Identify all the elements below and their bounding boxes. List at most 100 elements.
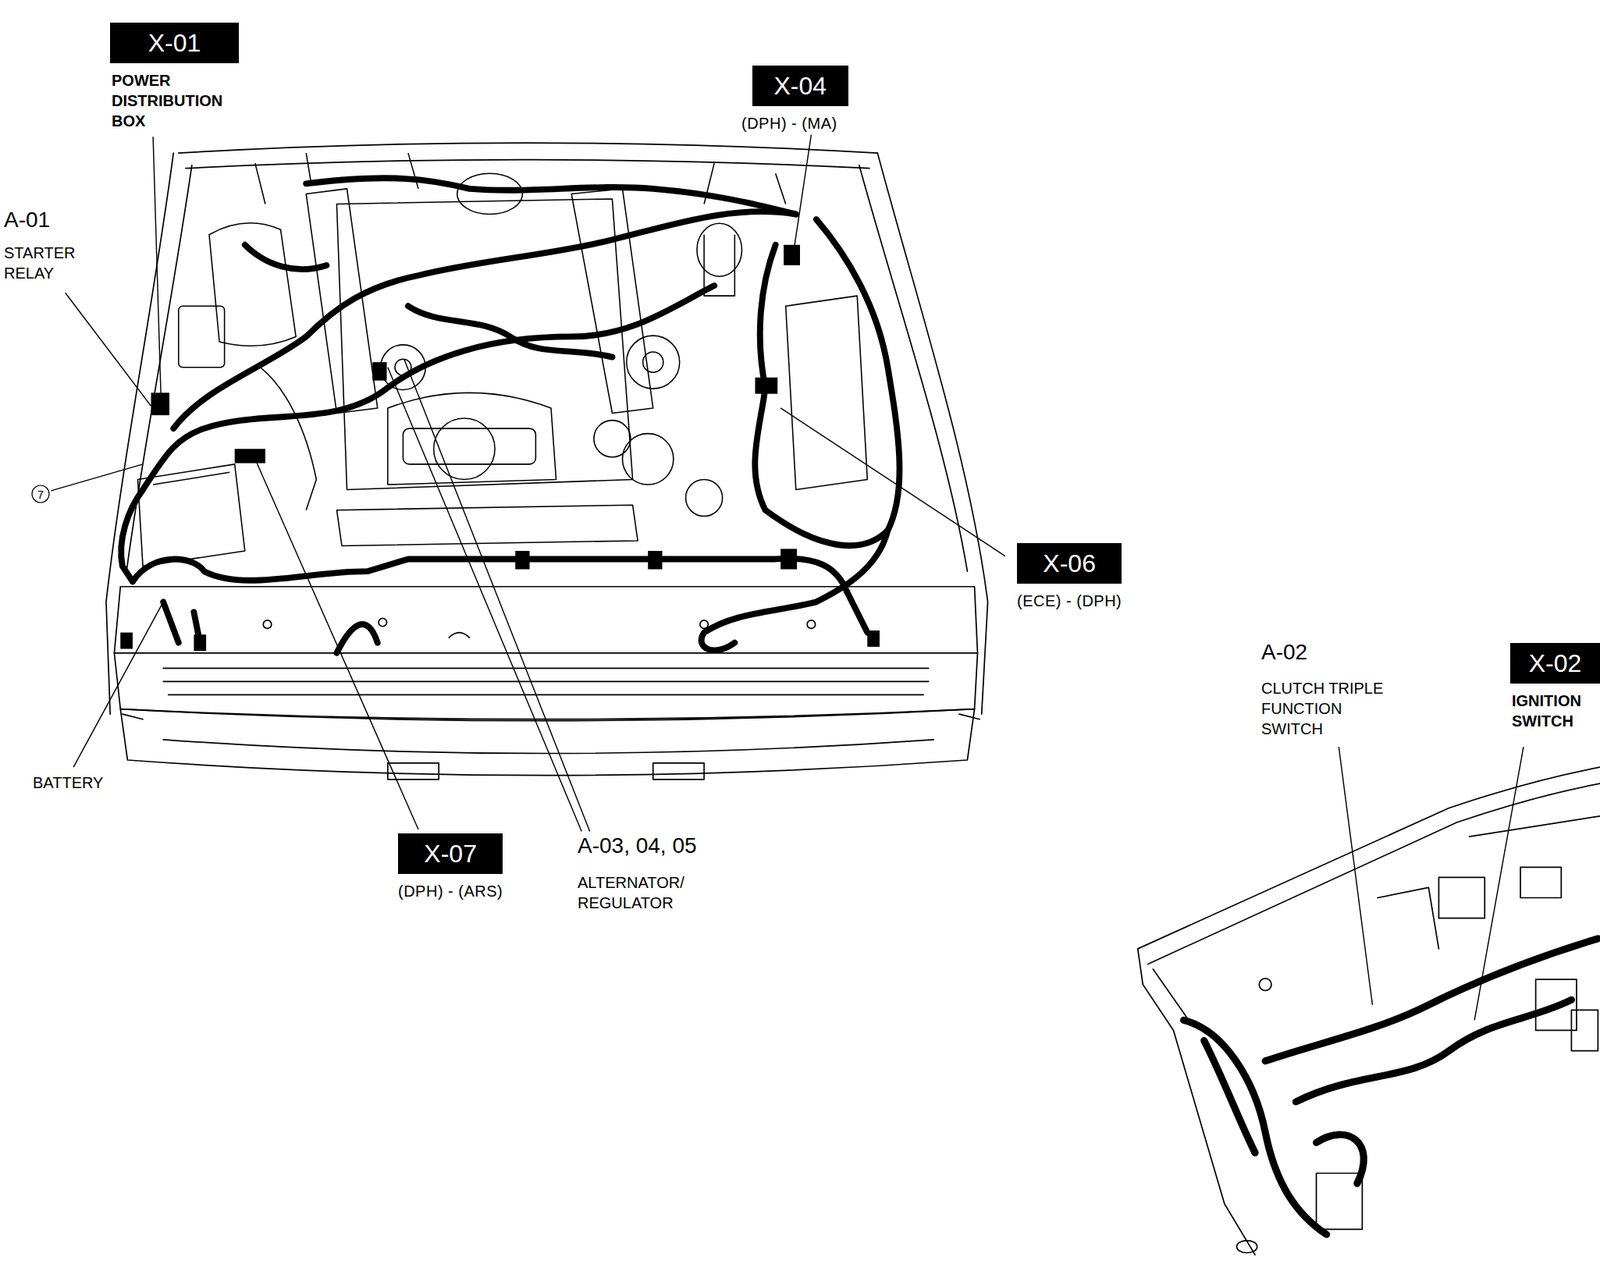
dashboard-illustration <box>1258 978 1272 992</box>
truck-body <box>877 152 988 715</box>
connector-blocks <box>515 551 530 570</box>
connector-description: (ECE) - (DPH) <box>1016 590 1122 612</box>
truck-body <box>448 632 470 639</box>
leader-lines <box>793 135 811 251</box>
dashboard-illustration <box>1438 877 1485 918</box>
connector-code: X-06 <box>1042 549 1096 578</box>
leader-lines <box>255 458 419 830</box>
truck-body <box>126 165 192 572</box>
leader-lines <box>73 601 164 768</box>
dashboard-illustration <box>1265 938 1598 1062</box>
tag-box: X-02 <box>1510 643 1600 684</box>
engine-parts <box>593 420 631 458</box>
truck-body <box>185 160 870 169</box>
part-name: CLUTCH TRIPLE FUNCTION SWITCH <box>1261 678 1401 740</box>
dashboard-illustration <box>1137 767 1600 1256</box>
wiring-harness <box>142 285 715 490</box>
dashboard-illustration <box>1152 969 1189 1021</box>
engine-parts <box>152 472 230 485</box>
connector-tag: X-02IGNITION SWITCH <box>1510 643 1600 732</box>
wiring-harness <box>120 490 143 583</box>
callout-outline <box>32 485 50 503</box>
tag-box: X-06 <box>1016 543 1122 584</box>
connector-blocks <box>120 245 880 651</box>
truck-body <box>859 165 968 572</box>
wiring-harness <box>701 530 889 651</box>
engine-parts <box>387 392 557 485</box>
wiring-harness <box>754 219 900 546</box>
connector-blocks <box>372 362 387 381</box>
wiring-harness <box>120 177 900 654</box>
leader-lines <box>387 367 582 832</box>
truck-body <box>106 142 989 780</box>
leader-lines <box>50 135 1524 1021</box>
engine-parts <box>137 464 245 567</box>
engine-parts <box>785 295 868 490</box>
connector-description: (DPH) - (MA) <box>741 113 838 134</box>
leader-lines <box>780 408 1006 557</box>
dashboard-illustration <box>1295 999 1572 1103</box>
connector-description: IGNITION SWITCH <box>1511 690 1590 732</box>
dashboard-illustration <box>1204 1041 1256 1154</box>
connector-description: POWER DISTRIBUTION BOX <box>111 70 241 132</box>
part-name: STARTER RELAY <box>3 242 98 284</box>
leader-lines <box>1338 746 1373 1006</box>
engine-parts <box>626 335 680 389</box>
connector-blocks <box>783 245 800 266</box>
dashboard-illustration <box>1137 767 1600 950</box>
part-code: A-02 <box>1261 640 1308 665</box>
connector-blocks <box>150 392 170 416</box>
connector-blocks <box>234 448 266 463</box>
connector-blocks <box>754 377 778 395</box>
dashboard-illustration <box>1571 1009 1598 1051</box>
leader-lines <box>404 359 591 832</box>
engine-parts <box>178 305 225 367</box>
connector-blocks <box>120 632 133 650</box>
dashboard-illustration <box>1137 949 1256 1256</box>
connector-blocks <box>780 548 797 569</box>
part-name: BATTERY <box>32 772 104 793</box>
truck-body <box>807 620 815 629</box>
engine-parts <box>686 479 723 516</box>
dashboard-illustration <box>1184 1020 1327 1235</box>
wiring-harness <box>305 177 797 214</box>
callout-number: 7 <box>37 488 44 501</box>
dashboard-illustration <box>1237 1240 1258 1254</box>
leader-lines <box>50 464 143 491</box>
truck-body <box>122 714 980 720</box>
wiring-harness <box>132 558 847 593</box>
truck-body <box>178 142 879 153</box>
leader-lines <box>152 136 161 406</box>
engine-parts <box>571 188 654 414</box>
truck-body <box>653 763 704 780</box>
dashboard-illustration <box>1520 867 1561 898</box>
part-name: ALTERNATOR/ REGULATOR <box>577 872 703 914</box>
callout-circle: 7 <box>31 484 50 504</box>
wiring-harness <box>173 211 797 429</box>
engine-parts <box>622 433 674 485</box>
dashboard-illustration <box>1377 816 1600 950</box>
connector-code: X-01 <box>148 28 202 57</box>
truck-body <box>163 668 929 695</box>
connector-tag: X-07 (DPH) - (ARS) <box>398 833 503 902</box>
dashboard-illustration <box>1148 783 1600 964</box>
truck-body <box>263 620 271 629</box>
connector-code: X-07 <box>423 839 477 868</box>
tag-box: X-04 <box>752 65 849 107</box>
engine-parts <box>137 152 868 566</box>
truck-body <box>120 709 975 776</box>
connector-description: (DPH) - (ARS) <box>398 881 503 902</box>
tag-box: X-01 <box>110 22 239 64</box>
connector-blocks <box>647 551 662 570</box>
connector-tag: X-01POWER DISTRIBUTION BOX <box>110 22 239 132</box>
connector-code: X-04 <box>774 71 828 100</box>
connector-blocks <box>867 630 880 648</box>
truck-body <box>113 653 978 720</box>
part-code: A-01 <box>3 207 50 233</box>
wiring-harness <box>408 305 612 357</box>
engine-parts <box>336 504 638 546</box>
tag-box: X-07 <box>398 833 503 875</box>
